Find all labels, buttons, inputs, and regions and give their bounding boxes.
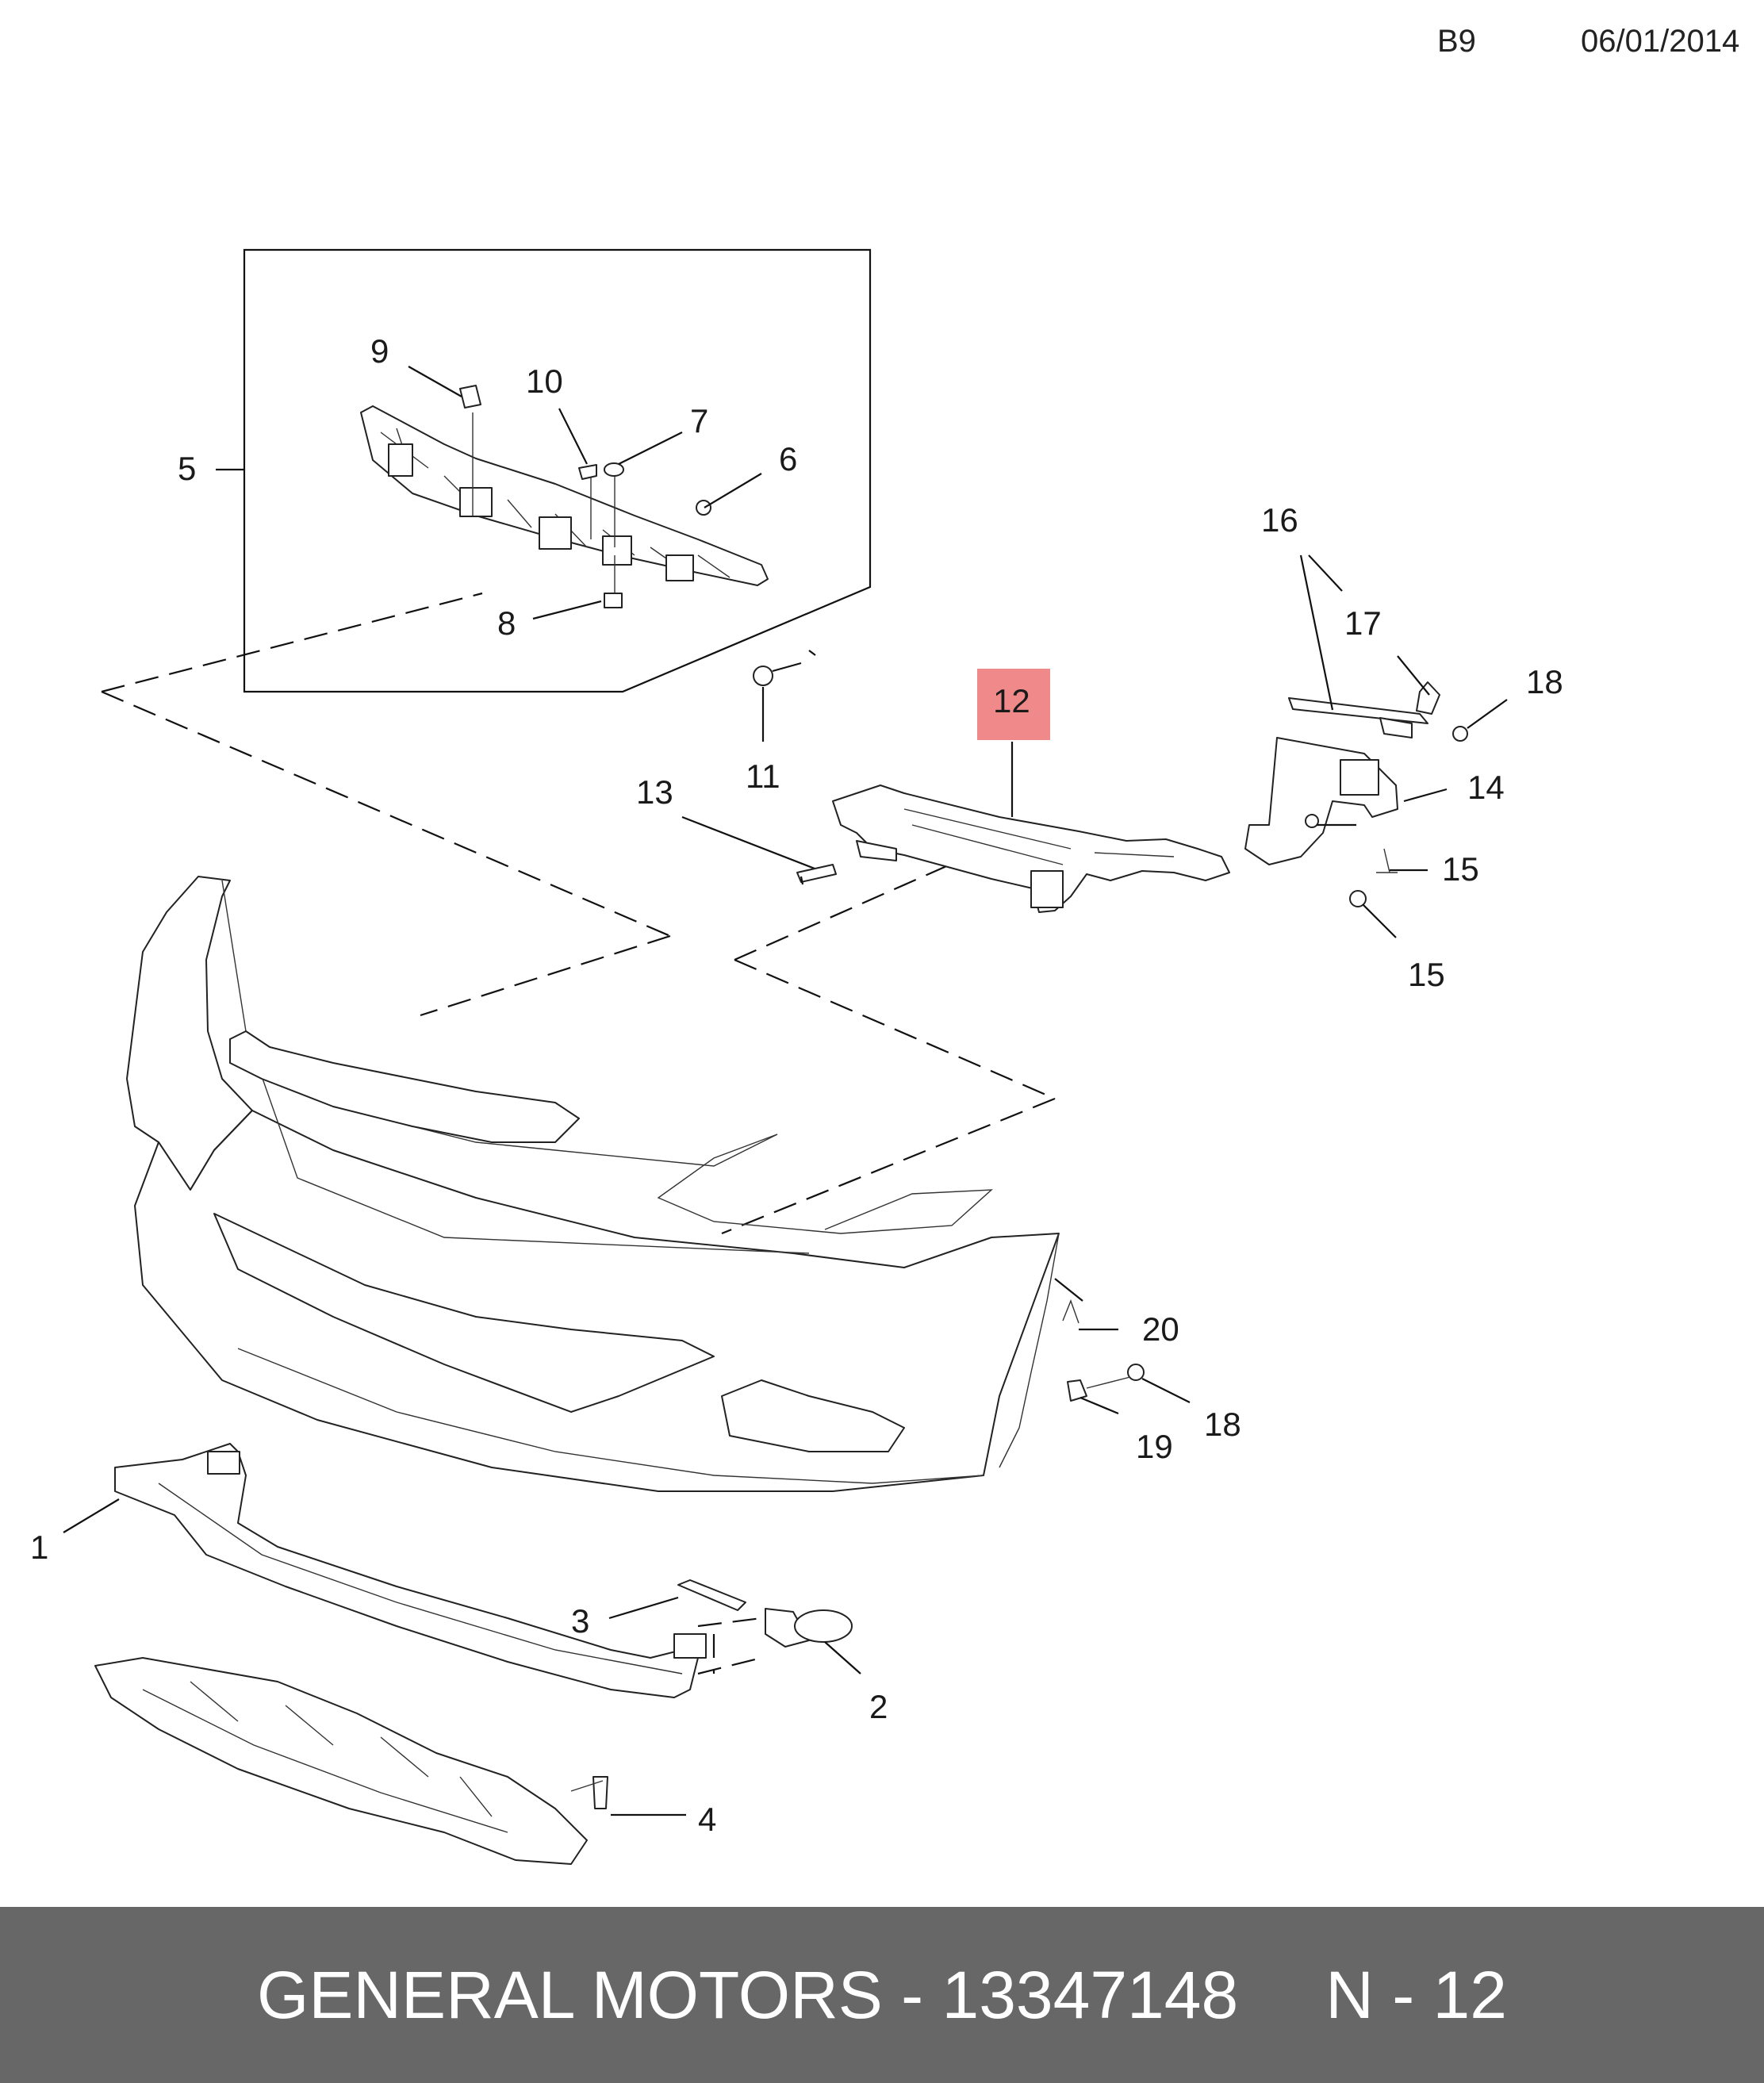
callout-16: 16: [1261, 501, 1298, 539]
side-bracket-group: [1244, 554, 1508, 938]
footer-page-ref: N - 12: [1325, 1957, 1507, 2032]
footer-banner: GENERAL MOTORS - 13347148 N - 12: [0, 1907, 1764, 2083]
callout-4: 4: [698, 1801, 716, 1838]
callout-14: 14: [1467, 769, 1505, 806]
callout-15-lower: 15: [1408, 956, 1445, 993]
callout-18-top: 18: [1526, 663, 1563, 700]
callout-9: 9: [370, 332, 389, 370]
callout-13: 13: [636, 773, 673, 811]
callout-18-bottom: 18: [1204, 1406, 1241, 1443]
callout-10: 10: [526, 363, 563, 400]
callout-11: 11: [746, 758, 780, 795]
diagram-date: 06/01/2014: [1581, 24, 1740, 59]
highlight-box-12: [977, 669, 1050, 740]
inset-box: [216, 248, 872, 693]
callout-12: 12: [993, 682, 1030, 719]
projection-lines: [101, 592, 1056, 1235]
fasteners-2-3: [608, 1579, 861, 1675]
callout-19: 19: [1136, 1428, 1173, 1465]
pin-13: [681, 815, 837, 885]
lower-reinforcement-1: [63, 1443, 707, 1698]
callout-5: 5: [178, 450, 196, 487]
callout-1: 1: [30, 1529, 48, 1566]
callout-8: 8: [497, 604, 516, 642]
parts-diagram: 1 2 3 4 5 6 7 8 9 10 11 12 13 14 15 15 1…: [30, 248, 1563, 1865]
callout-2: 2: [869, 1688, 888, 1725]
callout-20: 20: [1142, 1310, 1179, 1348]
callout-17: 17: [1344, 604, 1382, 642]
underbody-shield-4: [94, 1657, 686, 1865]
page-code: B9: [1437, 24, 1476, 59]
grille-support-bracket: [360, 385, 769, 608]
callout-6: 6: [779, 440, 797, 478]
callout-3: 3: [571, 1602, 589, 1640]
bumper-bracket-12: [832, 784, 1230, 913]
leaders-inset: [408, 366, 762, 620]
callout-15-upper: 15: [1442, 850, 1479, 888]
footer-brand-part-number: GENERAL MOTORS - 13347148: [257, 1957, 1239, 2032]
front-bumper-fascia: [126, 876, 1060, 1492]
screw-11: [753, 662, 802, 742]
callout-labels: 1 2 3 4 5 6 7 8 9 10 11 12 13 14 15 15 1…: [30, 332, 1563, 1838]
bumper-fasteners: [1054, 1278, 1191, 1415]
callout-7: 7: [690, 402, 708, 439]
